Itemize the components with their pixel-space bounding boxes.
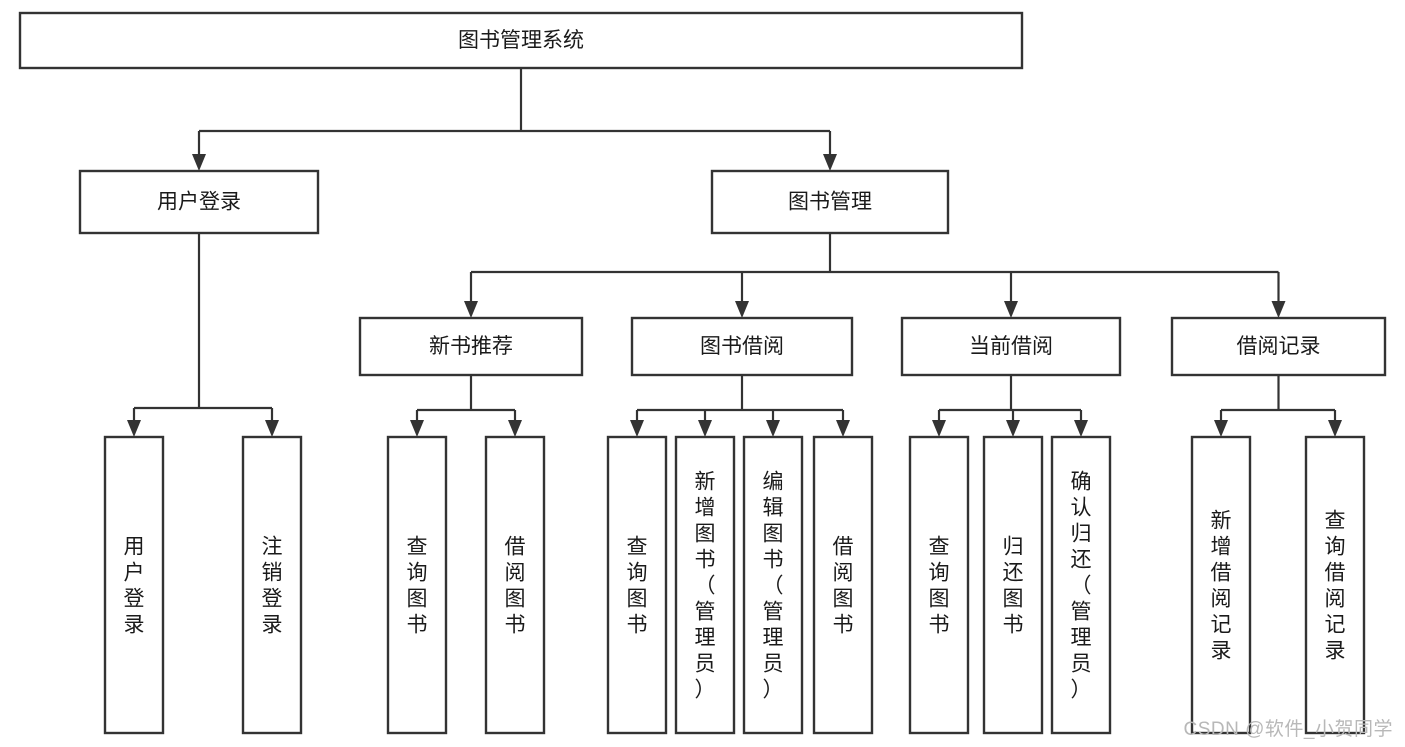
arrow-head-leaf-logout <box>265 420 279 437</box>
node-box-leaf-add-book-admin <box>674 435 736 735</box>
connector-layer <box>127 68 1342 437</box>
node-box-leaf-query-book-3 <box>908 435 970 735</box>
arrow-head-leaf-query-book-2 <box>630 420 644 437</box>
arrow-head-leaf-user-login <box>127 420 141 437</box>
node-root[interactable]: 图书管理系统 <box>18 11 1024 70</box>
node-leaf-confirm-return-admin[interactable]: 确认归还（管理员） <box>1050 435 1112 735</box>
node-leaf-borrow-book-1[interactable]: 借阅图书 <box>484 435 546 735</box>
arrow-head-leaf-query-book-1 <box>410 420 424 437</box>
node-label-leaf-add-book-admin: 新增图书（管理员） <box>695 470 716 701</box>
watermark-text: CSDN @软件_小贺同学 <box>1183 719 1393 740</box>
node-box-book-borrow <box>630 316 854 377</box>
node-user-login[interactable]: 用户登录 <box>78 169 320 235</box>
node-leaf-return-book[interactable]: 归还图书 <box>982 435 1044 735</box>
node-leaf-query-book-1[interactable]: 查询图书 <box>386 435 448 735</box>
node-leaf-query-borrow-record[interactable]: 查询借阅记录 <box>1304 435 1366 735</box>
node-box-book-management <box>710 169 950 235</box>
node-box-leaf-query-borrow-record <box>1304 435 1366 735</box>
node-leaf-add-borrow-record[interactable]: 新增借阅记录 <box>1190 435 1252 735</box>
node-leaf-logout[interactable]: 注销登录 <box>241 435 303 735</box>
node-leaf-query-book-3[interactable]: 查询图书 <box>908 435 970 735</box>
node-label-current-borrow: 当前借阅 <box>969 335 1053 358</box>
node-box-leaf-borrow-book-2 <box>812 435 874 735</box>
node-box-current-borrow <box>900 316 1122 377</box>
node-box-leaf-borrow-book-1 <box>484 435 546 735</box>
arrow-head-leaf-borrow-book-2 <box>836 420 850 437</box>
node-box-leaf-return-book <box>982 435 1044 735</box>
arrow-head-book-borrow <box>735 301 749 318</box>
node-box-leaf-query-book-2 <box>606 435 668 735</box>
node-label-leaf-return-book: 归还图书 <box>1003 535 1024 636</box>
arrow-head-new-book-recommend <box>464 301 478 318</box>
node-borrow-record[interactable]: 借阅记录 <box>1170 316 1387 377</box>
arrow-head-leaf-query-book-3 <box>932 420 946 437</box>
node-label-leaf-query-book-1: 查询图书 <box>407 535 428 636</box>
arrow-head-leaf-query-borrow-record <box>1328 420 1342 437</box>
node-label-leaf-query-book-3: 查询图书 <box>929 535 950 636</box>
node-current-borrow[interactable]: 当前借阅 <box>900 316 1122 377</box>
node-box-leaf-query-book-1 <box>386 435 448 735</box>
arrow-head-user-login <box>192 154 206 171</box>
node-box-root <box>18 11 1024 70</box>
node-layer: 图书管理系统用户登录图书管理新书推荐图书借阅当前借阅借阅记录用户登录注销登录查询… <box>18 11 1387 735</box>
node-label-book-borrow: 图书借阅 <box>700 335 784 358</box>
node-label-leaf-borrow-book-2: 借阅图书 <box>833 535 854 636</box>
node-box-leaf-logout <box>241 435 303 735</box>
node-leaf-edit-book-admin[interactable]: 编辑图书（管理员） <box>742 435 804 735</box>
node-box-new-book-recommend <box>358 316 584 377</box>
node-label-leaf-confirm-return-admin: 确认归还（管理员） <box>1071 470 1092 701</box>
node-box-leaf-user-login <box>103 435 165 735</box>
arrow-head-leaf-confirm-return-admin <box>1074 420 1088 437</box>
node-label-leaf-borrow-book-1: 借阅图书 <box>505 535 526 636</box>
node-label-leaf-user-login: 用户登录 <box>124 535 145 636</box>
arrow-head-leaf-borrow-book-1 <box>508 420 522 437</box>
node-box-borrow-record <box>1170 316 1387 377</box>
node-label-leaf-query-book-2: 查询图书 <box>627 535 648 636</box>
node-box-leaf-add-borrow-record <box>1190 435 1252 735</box>
node-box-user-login <box>78 169 320 235</box>
node-box-leaf-confirm-return-admin <box>1050 435 1112 735</box>
arrow-head-current-borrow <box>1004 301 1018 318</box>
node-label-root: 图书管理系统 <box>458 29 584 52</box>
node-leaf-borrow-book-2[interactable]: 借阅图书 <box>812 435 874 735</box>
node-label-leaf-logout: 注销登录 <box>262 535 283 636</box>
arrow-head-leaf-edit-book-admin <box>766 420 780 437</box>
node-label-new-book-recommend: 新书推荐 <box>429 335 513 358</box>
node-label-leaf-edit-book-admin: 编辑图书（管理员） <box>763 470 784 701</box>
node-label-book-management: 图书管理 <box>788 191 872 214</box>
node-label-borrow-record: 借阅记录 <box>1237 335 1321 358</box>
node-label-user-login: 用户登录 <box>157 191 241 214</box>
node-leaf-add-book-admin[interactable]: 新增图书（管理员） <box>674 435 736 735</box>
node-book-borrow[interactable]: 图书借阅 <box>630 316 854 377</box>
node-leaf-user-login[interactable]: 用户登录 <box>103 435 165 735</box>
arrow-head-book-management <box>823 154 837 171</box>
arrow-head-borrow-record <box>1271 301 1286 318</box>
node-leaf-query-book-2[interactable]: 查询图书 <box>606 435 668 735</box>
node-book-management[interactable]: 图书管理 <box>710 169 950 235</box>
node-label-leaf-add-borrow-record: 新增借阅记录 <box>1211 509 1232 662</box>
node-label-leaf-query-borrow-record: 查询借阅记录 <box>1325 509 1346 662</box>
node-new-book-recommend[interactable]: 新书推荐 <box>358 316 584 377</box>
arrow-head-leaf-add-book-admin <box>698 420 712 437</box>
arrow-head-leaf-add-borrow-record <box>1214 420 1228 437</box>
arrow-head-leaf-return-book <box>1006 420 1020 437</box>
node-box-leaf-edit-book-admin <box>742 435 804 735</box>
